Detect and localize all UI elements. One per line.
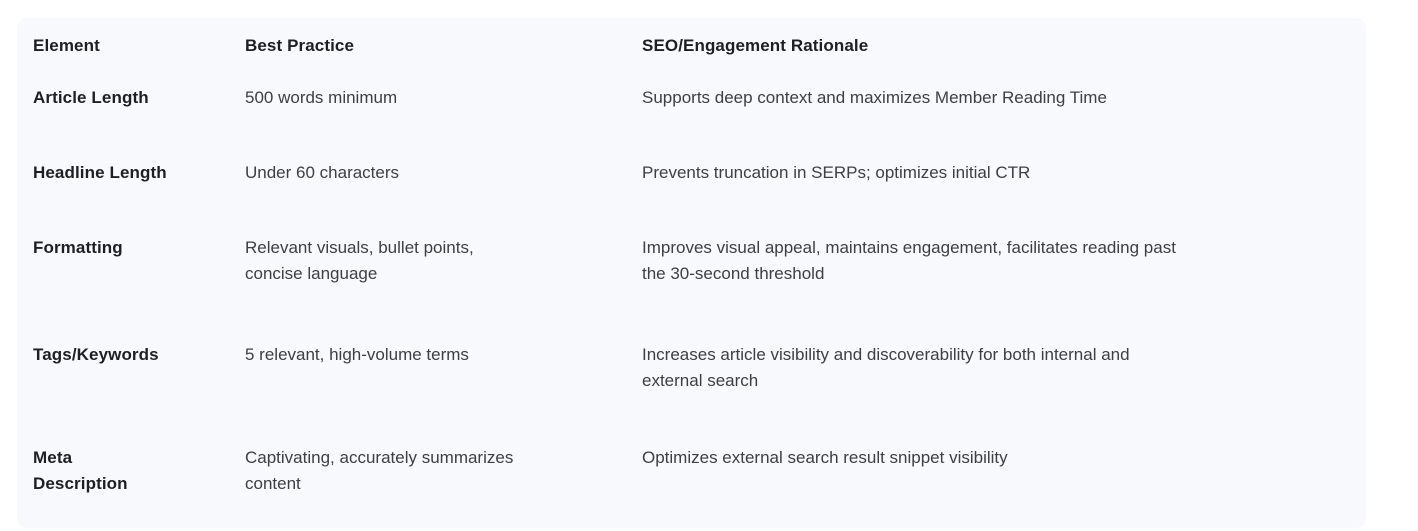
table-row-meta-description: Meta Description Captivating, accurately… [33, 445, 1342, 497]
best-practice-cell: Relevant visuals, bullet points, concise… [245, 238, 474, 283]
rationale-cell: Prevents truncation in SERPs; optimizes … [642, 163, 1031, 182]
table-row-formatting: Formatting Relevant visuals, bullet poin… [33, 235, 1342, 287]
element-cell: Tags/Keywords [33, 345, 159, 364]
best-practice-cell: Under 60 characters [245, 163, 400, 182]
rationale-cell: Improves visual appeal, maintains engage… [642, 238, 1176, 283]
rationale-cell: Optimizes external search result snippet… [642, 448, 1008, 467]
best-practice-cell: 5 relevant, high-volume terms [245, 345, 469, 364]
table-row-tags-keywords: Tags/Keywords 5 relevant, high-volume te… [33, 342, 1342, 394]
best-practice-cell: 500 words minimum [245, 88, 398, 107]
element-cell: Meta Description [33, 448, 128, 493]
element-cell: Headline Length [33, 163, 167, 182]
column-header-element: Element [33, 36, 100, 55]
best-practice-cell: Captivating, accurately summarizes conte… [245, 448, 514, 493]
column-header-best-practice: Best Practice [245, 36, 355, 55]
rationale-cell: Supports deep context and maximizes Memb… [642, 88, 1107, 107]
element-cell: Formatting [33, 238, 123, 257]
best-practices-table: Element Best Practice SEO/Engagement Rat… [17, 18, 1366, 528]
element-cell: Article Length [33, 88, 149, 107]
table-row-article-length: Article Length 500 words minimum Support… [33, 85, 1342, 111]
table-row-headline-length: Headline Length Under 60 characters Prev… [33, 160, 1342, 186]
rationale-cell: Increases article visibility and discove… [642, 345, 1130, 390]
table-header-row: Element Best Practice SEO/Engagement Rat… [33, 33, 1342, 59]
column-header-rationale: SEO/Engagement Rationale [642, 36, 869, 55]
